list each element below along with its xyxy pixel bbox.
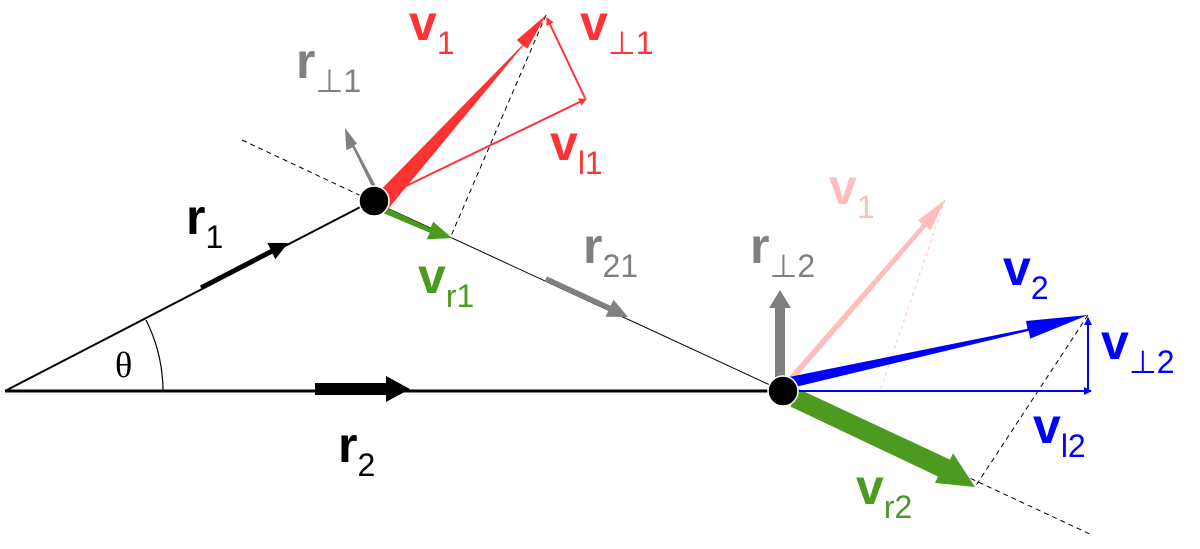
v-r2-arrow: [790, 388, 975, 487]
label-v-r1: vr1: [418, 248, 474, 314]
r-perp2-arrow: [769, 290, 791, 388]
theta-angle-arc: [145, 319, 164, 392]
dashed-line-r1-extension: [241, 139, 373, 202]
particle-2: [767, 375, 799, 407]
r21-arrow: [544, 276, 628, 317]
r2-arrow: [315, 376, 410, 402]
dashed-projection-1: [450, 14, 547, 237]
label-v-par1: vl1: [550, 115, 603, 181]
v-r1-arrow: [381, 206, 452, 240]
label-r-perp2: r⊥2: [750, 218, 815, 284]
label-r-perp1: r⊥1: [296, 33, 361, 99]
label-v-par2: vl2: [1033, 398, 1086, 464]
particle-1: [358, 185, 390, 217]
v-par1-arrow: [376, 98, 587, 201]
v1-arrow: [373, 15, 546, 211]
label-v1-copy: v1: [829, 159, 875, 225]
v-perp1-arrow: [546, 17, 586, 99]
r-perp1-arrow: [345, 128, 381, 197]
label-r2: r2: [338, 417, 375, 483]
r1-arrow: [200, 242, 288, 290]
label-v-r2: vr2: [856, 459, 912, 525]
r1-line: [4, 200, 373, 392]
v1-copy-arrow: [787, 200, 945, 382]
dashed-projection-2: [974, 314, 1089, 488]
label-theta: θ: [115, 345, 132, 385]
label-r21: r21: [583, 218, 638, 284]
label-v1: v1: [409, 0, 455, 61]
v2-arrow: [789, 315, 1088, 388]
label-v-perp1: v⊥1: [580, 0, 653, 61]
label-r1: r1: [186, 189, 223, 255]
label-v-perp2: v⊥2: [1101, 314, 1174, 380]
label-v2: v2: [1003, 240, 1049, 306]
